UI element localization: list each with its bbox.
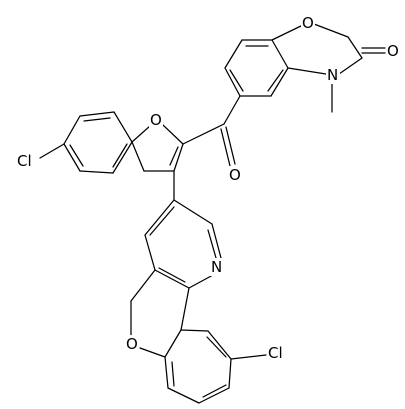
bond	[173, 143, 184, 172]
atom-labels: O O N O O Cl N O Cl	[16, 14, 400, 362]
bond-double-inner	[229, 69, 244, 92]
nitrogen-atom-label: N	[327, 66, 338, 84]
bond-double-inner	[158, 267, 186, 283]
bond-double-inner	[171, 361, 175, 387]
bond	[347, 36, 363, 59]
bond	[287, 67, 327, 75]
bond	[224, 39, 243, 69]
bond	[63, 115, 81, 145]
oxygen-atom-label: O	[302, 14, 314, 32]
bond	[188, 274, 214, 289]
bond	[270, 67, 289, 97]
bond	[180, 287, 190, 331]
bond	[182, 123, 225, 145]
bond	[271, 24, 304, 41]
bond	[131, 141, 145, 172]
bond-carbonyl	[225, 126, 236, 165]
chlorine-atom-label: Cl	[17, 152, 32, 170]
bond-chloro	[230, 354, 267, 360]
bond-double-inner	[267, 69, 284, 92]
benzofuran-ring	[39, 111, 184, 201]
ketone-bridge	[182, 95, 241, 167]
oxygen-atom-label: O	[150, 111, 162, 129]
bond-double-inner	[83, 117, 111, 122]
oxygen-atom-label: O	[229, 166, 241, 184]
bond	[130, 269, 156, 302]
bond	[79, 170, 114, 174]
bond-double-inner	[206, 336, 227, 358]
chromenopyridine-ring	[130, 199, 267, 404]
bond	[180, 329, 209, 332]
bond-chloro	[39, 143, 65, 159]
bond	[271, 39, 289, 69]
bond	[224, 67, 241, 97]
oxygen-atom-label: O	[387, 42, 399, 60]
bond	[198, 387, 230, 404]
bond	[154, 269, 190, 289]
bond	[228, 358, 232, 389]
bond	[164, 356, 169, 389]
bond-double-inner	[202, 384, 227, 398]
bond	[79, 111, 115, 117]
bond	[63, 143, 81, 172]
bond	[112, 141, 133, 174]
bond	[144, 234, 156, 271]
bond	[167, 387, 200, 404]
nitrogen-atom-label: N	[211, 258, 222, 276]
bond	[131, 125, 151, 143]
bond	[113, 111, 133, 143]
bond	[207, 330, 232, 360]
oxygen-atom-label: O	[126, 335, 138, 353]
bond	[223, 95, 241, 125]
bond-double-inner	[112, 143, 128, 168]
bond-double-inner	[69, 144, 84, 167]
bond-double-inner	[149, 206, 175, 236]
bond-carbonyl	[220, 128, 231, 167]
bond	[139, 347, 166, 358]
bond	[313, 23, 349, 38]
chlorine-atom-label: Cl	[268, 344, 283, 362]
bond-double-inner	[169, 146, 179, 166]
bond	[211, 223, 222, 259]
bond	[338, 57, 363, 75]
bond-double-inner	[207, 229, 217, 259]
bond	[144, 199, 175, 236]
benzoxazinone-ring	[224, 23, 386, 113]
bond	[164, 329, 182, 358]
bond	[173, 199, 213, 225]
bond	[162, 124, 184, 145]
